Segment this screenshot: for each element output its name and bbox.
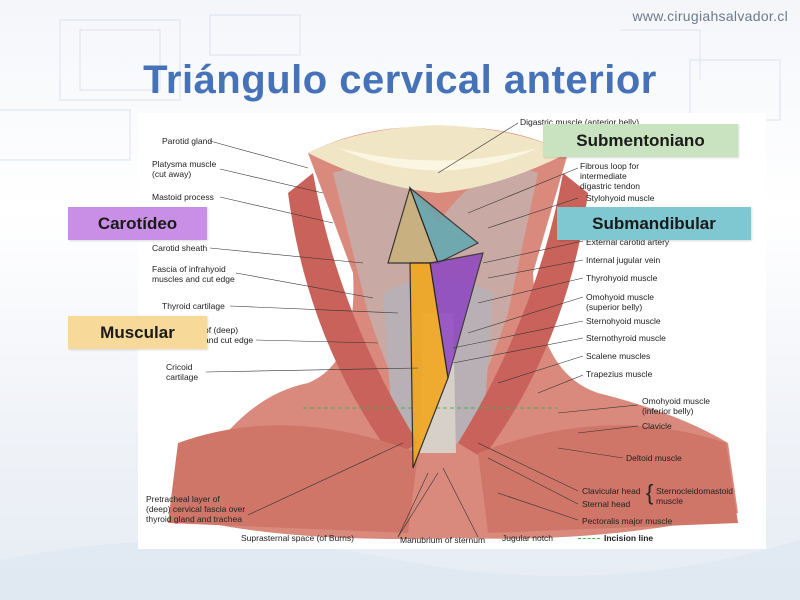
label-trapezius: Trapezius muscle xyxy=(586,369,653,379)
label-platysma: Platysma muscle (cut away) xyxy=(152,159,217,179)
label-sternal-head: Sternal head xyxy=(582,499,631,509)
label-ext-carotid: External carotid artery xyxy=(586,237,670,247)
label-omohyoid-sup: Omohyoid muscle (superior belly) xyxy=(586,292,655,312)
left-scm xyxy=(288,173,418,458)
label-sternohyoid: Sternohyoid muscle xyxy=(586,316,661,326)
label-suprasternal: Suprasternal space (of Burns) xyxy=(241,533,354,543)
incision-legend: Incision line xyxy=(578,533,653,543)
mandible xyxy=(308,125,568,193)
label-clavicular-head: Clavicular head xyxy=(582,486,641,496)
submentoniano-box: Submentoniano xyxy=(543,124,738,157)
label-cricoid: Cricoid cartilage xyxy=(166,362,199,382)
label-thyrohyoid: Thyrohyoid muscle xyxy=(586,273,658,283)
muscular-triangle xyxy=(409,262,449,469)
carotideo-box: Carotídeo xyxy=(68,207,207,240)
right-leader-lines xyxy=(397,122,639,538)
label-deltoid: Deltoid muscle xyxy=(626,453,682,463)
label-stylohyoid: Stylohyoid muscle xyxy=(586,193,655,203)
label-scm: Sternocleidomastoid muscle xyxy=(656,486,734,506)
right-chest xyxy=(478,425,738,533)
submandibular-box: Submandibular xyxy=(557,207,751,240)
label-fibrous-loop: Fibrous loop for intermediate digastric … xyxy=(580,161,641,191)
label-carotid-sheath: Carotid sheath xyxy=(152,243,208,253)
teeth xyxy=(338,148,538,171)
incision-legend-label: Incision line xyxy=(604,533,654,543)
label-mastoid: Mastoid process xyxy=(152,192,214,202)
slide-title: Triángulo cervical anterior xyxy=(143,58,657,102)
label-omohyoid-inf: Omohyoid muscle (inferior belly) xyxy=(642,396,711,416)
muscular-box: Muscular xyxy=(68,316,207,349)
label-parotid-gland: Parotid gland xyxy=(162,136,213,146)
label-clavicle: Clavicle xyxy=(642,421,672,431)
submandibular-triangle xyxy=(408,186,480,264)
left-leader-lines xyxy=(205,140,419,516)
label-fascia-infrahyoid: Fascia of infrahyoid muscles and cut edg… xyxy=(152,264,235,284)
label-sternothyroid: Sternothyroid muscle xyxy=(586,333,666,343)
neck-illustration xyxy=(168,122,738,540)
label-int-jugular: Internal jugular vein xyxy=(586,255,661,265)
incision-legend-swatch xyxy=(578,538,600,540)
label-thyroid-cartilage: Thyroid cartilage xyxy=(162,301,225,311)
label-digastric: Digastric muscle (anterior belly) xyxy=(520,117,640,127)
label-pectoralis: Pectoralis major muscle xyxy=(582,516,673,526)
neck-anatomy-figure: Parotid gland Platysma muscle (cut away)… xyxy=(138,113,766,549)
scm-brace: { xyxy=(646,480,654,505)
label-manubrium: Manubrium of sternum xyxy=(400,535,486,545)
label-investing-layer: of (deep) and cut edge xyxy=(204,325,254,345)
label-pretracheal: Pretracheal layer of (deep) cervical fas… xyxy=(146,494,246,524)
website-url: www.cirugiahsalvador.cl xyxy=(632,8,788,24)
label-scalene: Scalene muscles xyxy=(586,351,651,361)
left-chest xyxy=(168,425,418,533)
label-jugular-notch: Jugular notch xyxy=(502,533,554,543)
